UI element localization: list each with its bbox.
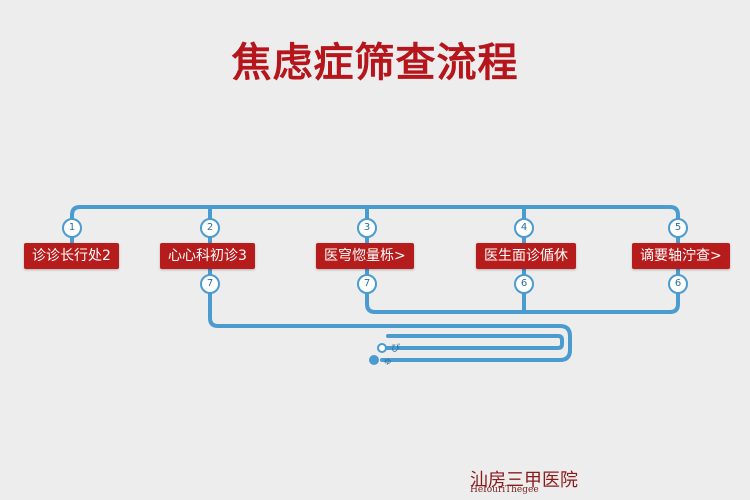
step-5-badge: 5 [668, 218, 688, 238]
step-3-node: 医穹惚量栎> [316, 243, 414, 269]
lower-badge-3: 7 [357, 274, 377, 294]
step-1-node: 诊诊长行处2 [24, 243, 119, 269]
step-4-node: 医生面诊偱休 [476, 243, 576, 269]
lower-badge-4: 6 [514, 274, 534, 294]
return-loop-left [208, 288, 572, 362]
return-loop-inner [380, 334, 564, 350]
step-3-badge: 3 [357, 218, 377, 238]
hospital-subtitle: HeIouriThegee [470, 485, 539, 495]
top-connector [70, 205, 680, 230]
lower-badge-2: 7 [200, 274, 220, 294]
end-dot [369, 355, 379, 365]
end-marker-1: ぴ [391, 344, 401, 354]
step-1-badge: 1 [62, 218, 82, 238]
end-ring [377, 343, 387, 353]
hospital-name: 汕房三甲医院 [470, 470, 578, 491]
step-2-badge: 2 [200, 218, 220, 238]
step-5-node: 谪要轴泞查> [632, 243, 730, 269]
page-title: 焦虑症筛查流程 [231, 39, 519, 86]
step-4-badge: 4 [514, 218, 534, 238]
step-2-node: 心心科初诊3 [160, 243, 255, 269]
end-marker-2: ゅ [383, 357, 393, 367]
lower-badge-5: 6 [668, 274, 688, 294]
